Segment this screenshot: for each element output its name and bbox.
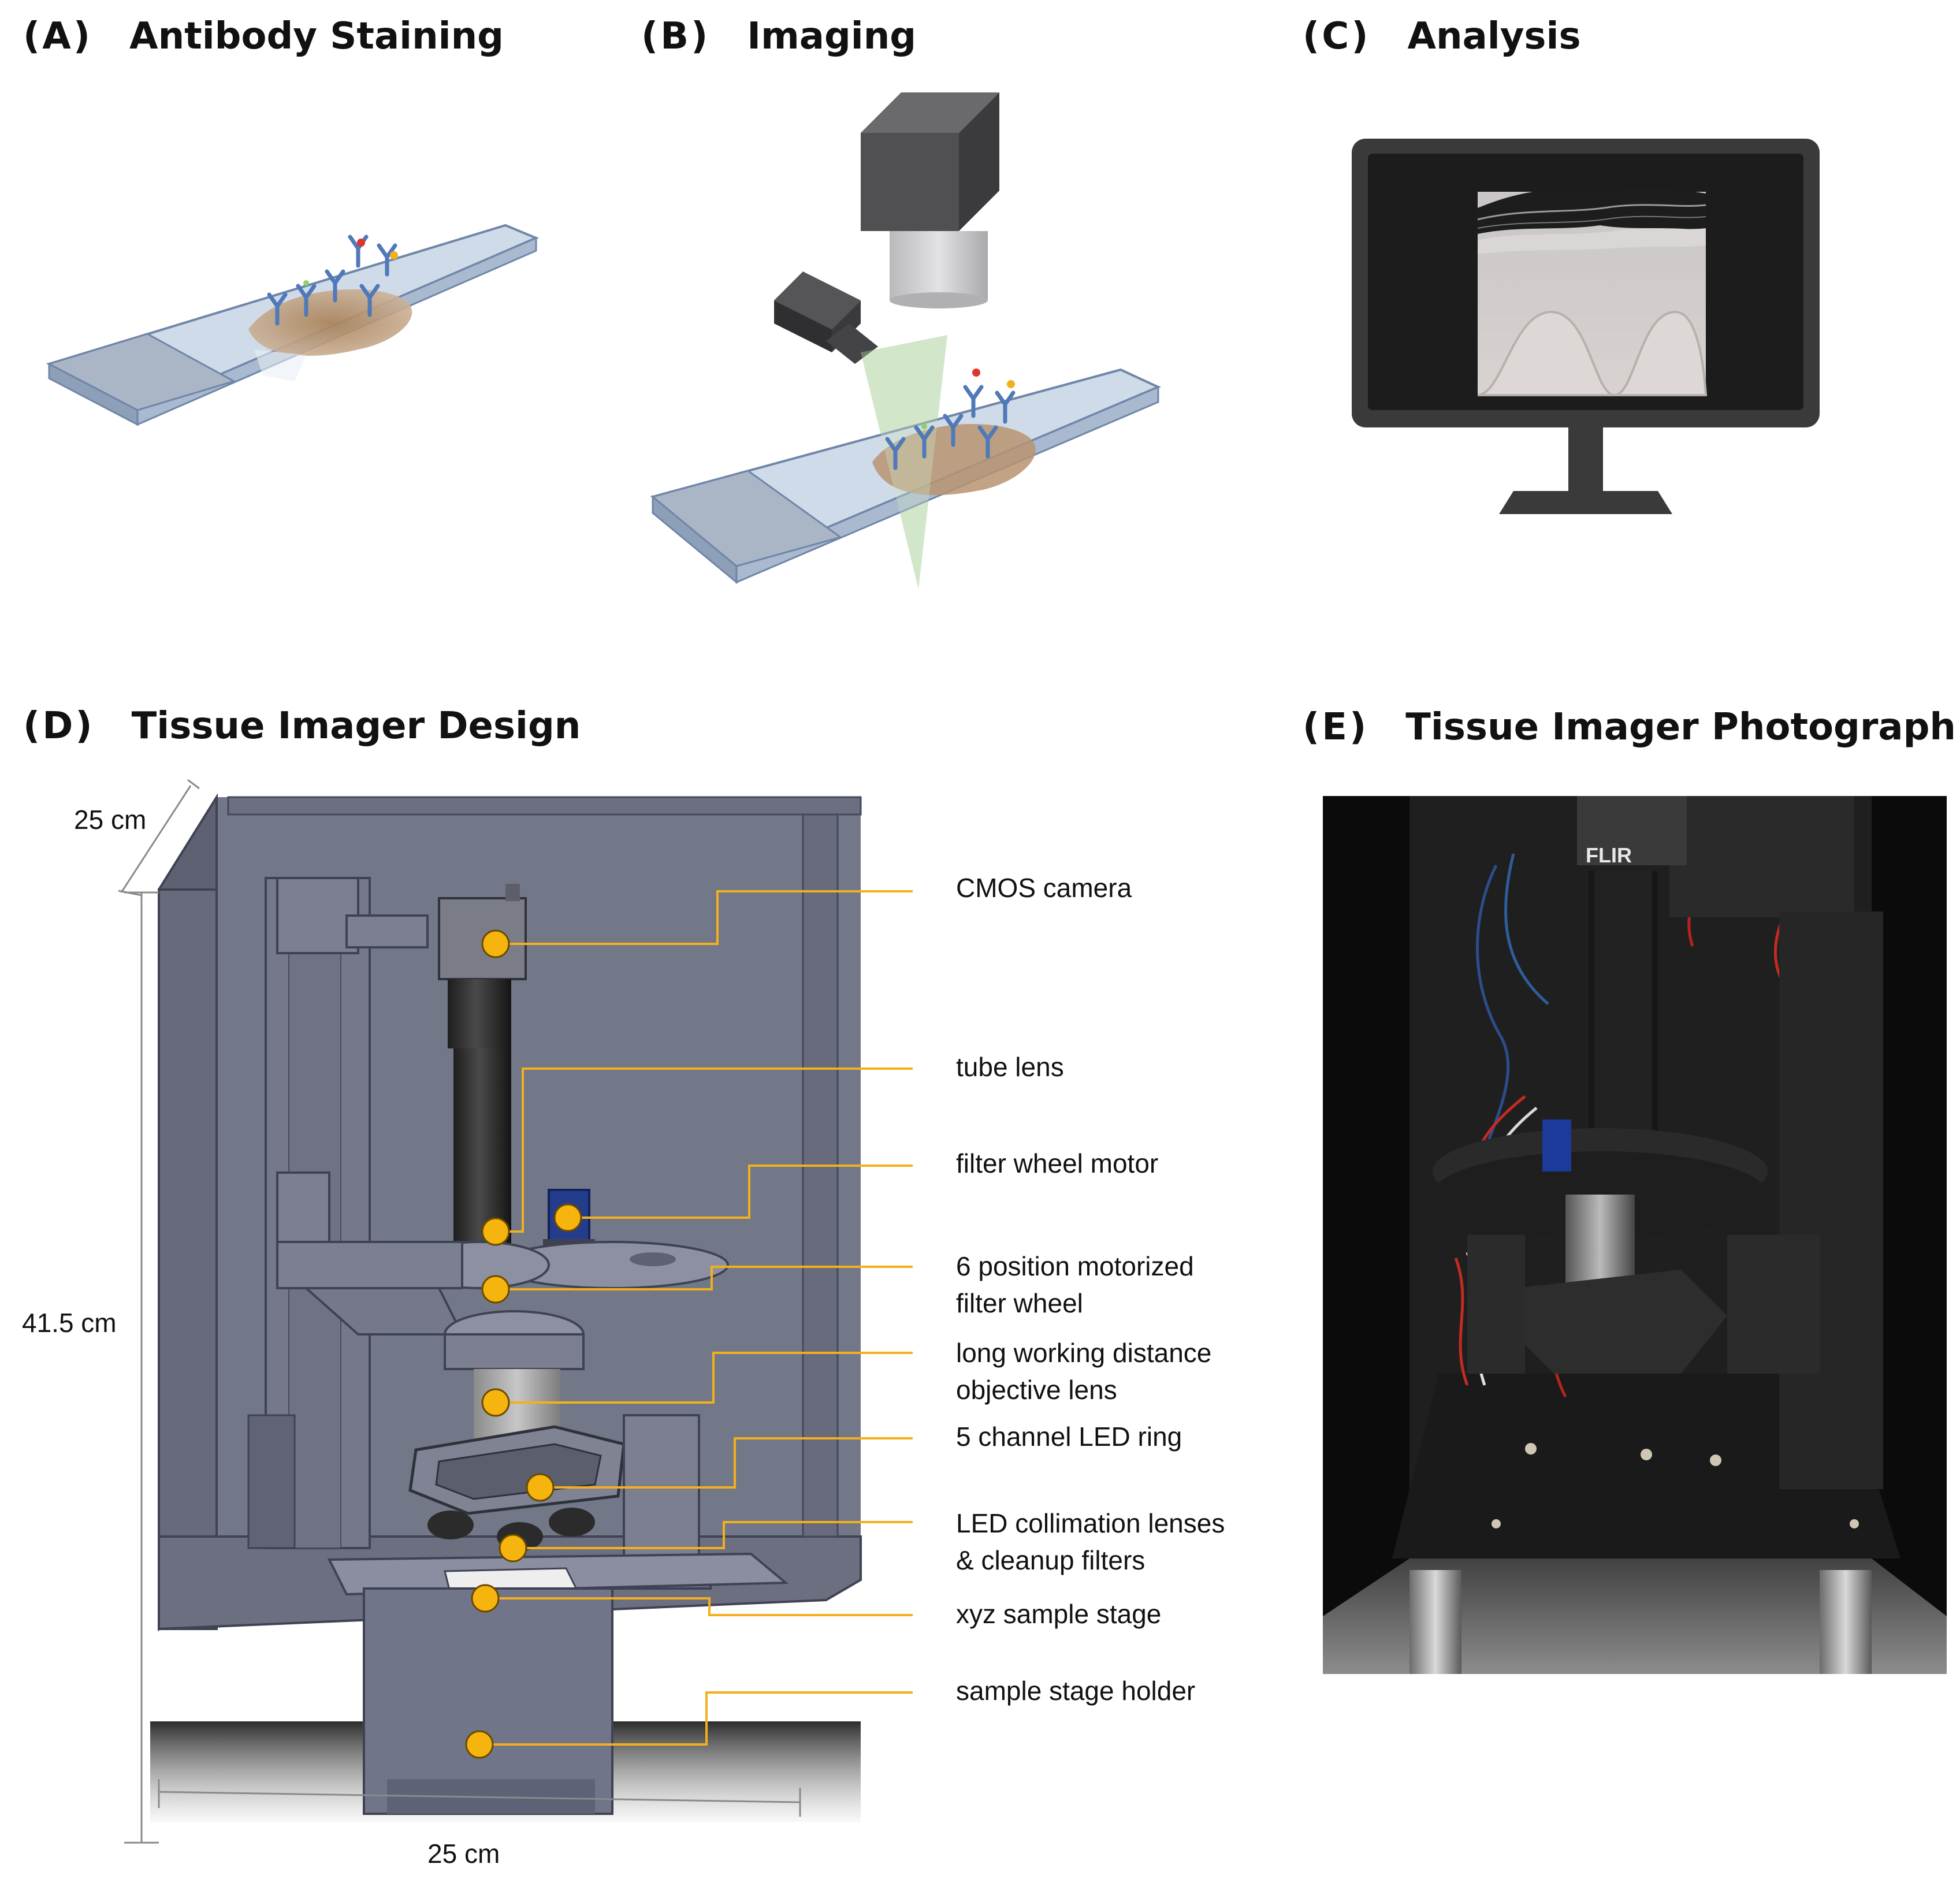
leader-stage-holder bbox=[479, 1691, 913, 1746]
antibodies bbox=[267, 235, 397, 326]
vertical-column bbox=[1779, 912, 1883, 1489]
panel-e-heading: Tissue Imager Photograph bbox=[1405, 706, 1956, 749]
width-dimension-line bbox=[158, 1791, 801, 1803]
side-illumination-unit bbox=[774, 271, 878, 364]
panel-a-heading: Antibody Staining bbox=[129, 15, 504, 58]
leader-objective-lens bbox=[496, 1352, 913, 1404]
frosted-label-area bbox=[47, 333, 236, 411]
height-label: 41.5 cm bbox=[22, 1308, 117, 1338]
callout-line: & cleanup filters bbox=[956, 1545, 1145, 1575]
panel-b-letter: (B) bbox=[641, 15, 711, 58]
callout-line: objective lens bbox=[956, 1375, 1117, 1405]
panel-c-title: (C) Analysis bbox=[1303, 15, 1581, 58]
panel-d-instrument-cad bbox=[150, 793, 862, 1822]
callout-collimation-lenses: LED collimation lenses & cleanup filters bbox=[956, 1505, 1225, 1579]
base-plate bbox=[1392, 1374, 1901, 1558]
leader-led-ring bbox=[540, 1437, 913, 1489]
callout-cmos-camera: CMOS camera bbox=[956, 869, 1132, 906]
callout-dot-objective-lens bbox=[481, 1388, 510, 1417]
panel-a-letter: (A) bbox=[23, 15, 93, 58]
callout-sample-stage: xyz sample stage bbox=[956, 1595, 1161, 1632]
antibodies bbox=[885, 385, 1016, 470]
panel-e-photograph: FLIR bbox=[1323, 796, 1947, 1674]
callout-led-ring: 5 channel LED ring bbox=[956, 1418, 1182, 1455]
leader-collimation-lenses bbox=[513, 1521, 913, 1549]
cmos-camera bbox=[438, 884, 527, 980]
callout-line: CMOS camera bbox=[956, 873, 1132, 903]
callout-line: filter wheel bbox=[956, 1288, 1083, 1318]
callout-dot-filter-wheel bbox=[481, 1275, 510, 1304]
camera-arm bbox=[276, 877, 429, 954]
callout-tube-lens: tube lens bbox=[956, 1048, 1064, 1085]
camera-adapter bbox=[448, 979, 511, 1048]
callout-line: 6 position motorized bbox=[956, 1251, 1194, 1281]
flir-logo: FLIR bbox=[1586, 843, 1632, 867]
depth-label: 25 cm bbox=[74, 805, 147, 835]
leader-tube-lens bbox=[496, 1067, 913, 1233]
callout-line: tube lens bbox=[956, 1052, 1064, 1082]
monitor-stand bbox=[1499, 491, 1672, 514]
panel-a-slide-illustration bbox=[46, 224, 540, 426]
stage-rail bbox=[1467, 1235, 1525, 1374]
leveling-foot-left bbox=[1409, 1570, 1461, 1674]
callout-line: xyz sample stage bbox=[956, 1599, 1162, 1629]
tissue-section bbox=[872, 424, 1036, 496]
callout-line: sample stage holder bbox=[956, 1676, 1196, 1706]
panel-e-title: (E) Tissue Imager Photograph bbox=[1303, 706, 1956, 749]
callout-line: filter wheel motor bbox=[956, 1148, 1159, 1178]
callout-dot-collimation-lenses bbox=[499, 1534, 527, 1563]
callout-filter-wheel-motor: filter wheel motor bbox=[956, 1145, 1158, 1182]
mount-screws bbox=[1492, 1443, 1859, 1528]
panel-d-title: (D) Tissue Imager Design bbox=[23, 705, 581, 747]
leader-sample-stage bbox=[485, 1597, 913, 1616]
camera-body bbox=[1669, 796, 1854, 917]
panel-c-heading: Analysis bbox=[1407, 15, 1581, 58]
callout-filter-wheel: 6 position motorized filter wheel bbox=[956, 1248, 1194, 1322]
led-ring bbox=[408, 1425, 626, 1515]
width-label: 25 cm bbox=[427, 1839, 500, 1869]
panel-e-letter: (E) bbox=[1303, 706, 1369, 749]
leveling-foot-right bbox=[1820, 1570, 1872, 1674]
panel-d-dimension-lines bbox=[118, 779, 801, 1844]
callout-dot-tube-lens bbox=[481, 1217, 510, 1246]
panel-c-monitor-illustration bbox=[1352, 139, 1820, 514]
filter-wheel-motor bbox=[1542, 1119, 1571, 1171]
callout-line: long working distance bbox=[956, 1338, 1212, 1368]
panel-b-heading: Imaging bbox=[747, 15, 917, 58]
leader-cmos-camera bbox=[496, 890, 913, 945]
callout-stage-holder: sample stage holder bbox=[956, 1672, 1195, 1709]
panel-b-imaging-illustration bbox=[650, 92, 1161, 589]
led-ring bbox=[1513, 1270, 1727, 1374]
callout-dot-cmos-camera bbox=[481, 929, 510, 958]
callout-dot-stage-holder bbox=[465, 1730, 494, 1759]
panel-d-letter: (D) bbox=[23, 705, 95, 747]
panel-a-title: (A) Antibody Staining bbox=[23, 15, 504, 58]
monitor-neck bbox=[1568, 427, 1603, 491]
panel-b-title: (B) Imaging bbox=[641, 15, 916, 58]
leader-filter-wheel-motor bbox=[568, 1165, 913, 1219]
callout-dot-led-ring bbox=[526, 1473, 555, 1502]
tissue-image bbox=[1477, 187, 1708, 397]
callout-dot-filter-wheel-motor bbox=[553, 1203, 582, 1232]
leader-filter-wheel bbox=[496, 1266, 913, 1290]
depth-dimension-line bbox=[120, 785, 192, 893]
panel-d-heading: Tissue Imager Design bbox=[131, 705, 581, 747]
callout-line: LED collimation lenses bbox=[956, 1508, 1225, 1538]
panel-c-letter: (C) bbox=[1303, 15, 1371, 58]
callout-dot-sample-stage bbox=[471, 1584, 500, 1613]
main-camera bbox=[861, 92, 999, 308]
objective-holder bbox=[444, 1310, 585, 1370]
callout-objective-lens: long working distance objective lens bbox=[956, 1334, 1211, 1408]
callout-line: 5 channel LED ring bbox=[956, 1422, 1182, 1452]
